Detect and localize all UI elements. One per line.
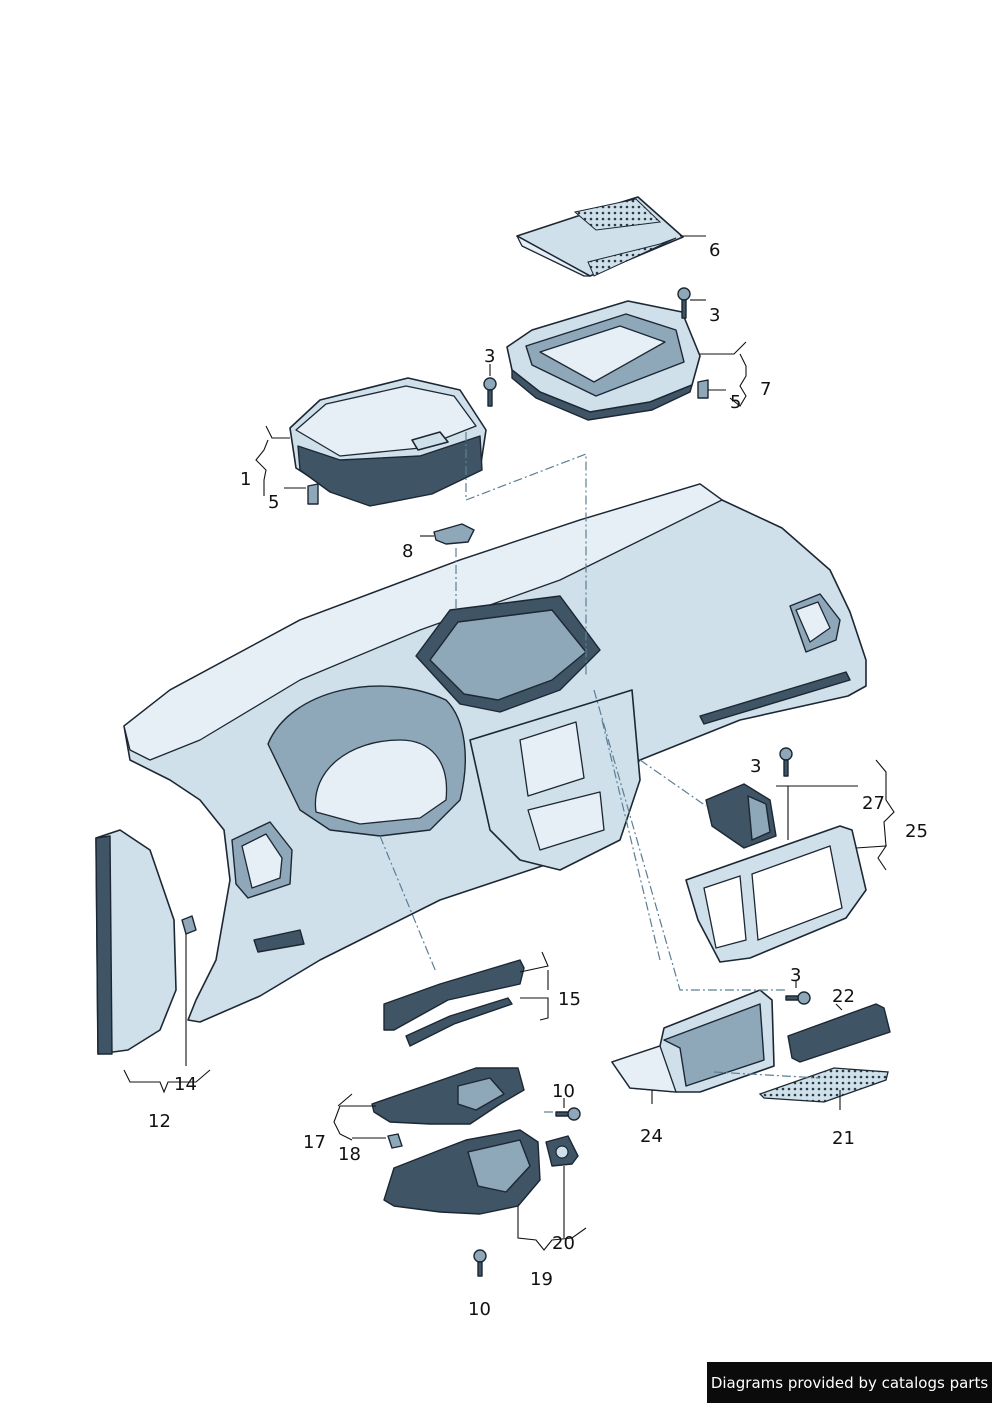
part-dashboard-carrier: [123, 483, 867, 1023]
callout-6: 6: [709, 240, 720, 261]
clip-5-right: [697, 379, 709, 399]
part-12-side-panel: [95, 829, 177, 1055]
part-8-trim-clip: [433, 523, 475, 545]
credit-banner: Diagrams provided by catalogs parts: [707, 1362, 992, 1403]
callout-15: 15: [558, 989, 581, 1010]
callout-3-middle: 3: [484, 346, 495, 367]
callout-27: 27: [862, 793, 885, 814]
part-25-center-bezel: [685, 825, 867, 963]
part-1-glove-compartment: [289, 377, 487, 507]
callout-17: 17: [303, 1132, 326, 1153]
part-24-storage-box: [611, 989, 775, 1093]
part-27-air-vent: [705, 783, 777, 849]
part-14-clip: [181, 915, 197, 935]
callout-24: 24: [640, 1126, 663, 1147]
part-21-rubber-mat: [758, 1067, 889, 1103]
callout-22: 22: [832, 986, 855, 1007]
part-20-lock-ring: [545, 1135, 579, 1167]
part-18-clip: [387, 1133, 403, 1149]
callout-10-upper: 10: [552, 1081, 575, 1102]
callout-5-right: 5: [730, 392, 741, 413]
callout-3-vent: 3: [750, 756, 761, 777]
part-6-grille-cover: [516, 196, 684, 277]
assembly-lines: [379, 432, 821, 1113]
callout-5-left: 5: [268, 492, 279, 513]
callout-18: 18: [338, 1144, 361, 1165]
screw-3-middle: [483, 377, 497, 407]
callout-3-top: 3: [709, 305, 720, 326]
screw-10-lower: [473, 1249, 487, 1277]
part-7-storage-tray: [506, 300, 701, 421]
callout-25: 25: [905, 821, 928, 842]
callout-12: 12: [148, 1111, 171, 1132]
callout-3-box: 3: [790, 965, 801, 986]
screw-3-top: [677, 287, 691, 319]
callout-10-lower: 10: [468, 1299, 491, 1320]
callout-21: 21: [832, 1128, 855, 1149]
screw-3-box: [785, 991, 811, 1005]
part-15-trim-strips: [383, 959, 525, 1047]
screw-3-vent: [779, 747, 793, 777]
callout-19: 19: [530, 1269, 553, 1290]
callout-1: 1: [240, 469, 251, 490]
screw-10-upper: [555, 1107, 581, 1121]
part-19-lower-column-cover: [383, 1129, 541, 1215]
clip-5-left: [307, 483, 319, 505]
callout-8: 8: [402, 541, 413, 562]
callout-labels: 6 3 3 7 5 1 5 8 3 27 25 3 15 22 14 10 12…: [148, 240, 928, 1320]
part-17-upper-column-cover: [371, 1067, 525, 1125]
part-22-cover-plate: [787, 1003, 891, 1063]
callout-7: 7: [760, 379, 771, 400]
callout-14: 14: [174, 1074, 197, 1095]
leader-lines: [123, 235, 895, 1251]
callout-20: 20: [552, 1233, 575, 1254]
